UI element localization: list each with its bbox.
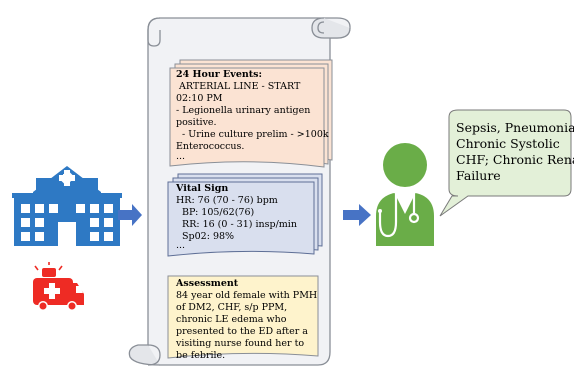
assessment-line: 84 year old female with PMH xyxy=(176,290,318,301)
assessment-line: chronic LE edema who xyxy=(176,314,287,325)
assessment-line: of DM2, CHF, s/p PPM, xyxy=(176,302,288,313)
assessment-card xyxy=(167,275,319,359)
events-card xyxy=(169,59,333,168)
vitals-line: Sp02: 98% xyxy=(176,231,235,242)
right-arrow-icon xyxy=(343,204,371,226)
assessment-line: visiting nurse found her to xyxy=(176,338,305,349)
right-arrow-icon xyxy=(118,204,142,226)
diagnosis-line: Sepsis, Pneumonia; xyxy=(456,120,574,135)
events-line: 02:10 PM xyxy=(176,93,223,104)
events-line: - Legionella urinary antigen xyxy=(176,105,311,116)
events-line: ... xyxy=(176,151,186,162)
vitals-card-title: Vital Sign xyxy=(176,183,229,194)
assessment-line: presented to the ED after a xyxy=(176,326,308,337)
vitals-line: BP: 105/62(76) xyxy=(176,207,255,218)
vitals-line: ... xyxy=(176,240,186,251)
diagnosis-line: Failure xyxy=(456,168,501,183)
diagnosis-line: Chronic Systolic xyxy=(456,136,560,151)
events-card-title: 24 Hour Events: xyxy=(176,69,263,80)
doctor-icon xyxy=(376,143,434,246)
vitals-card xyxy=(167,173,323,257)
events-line: - Urine culture prelim - >100k xyxy=(176,129,329,140)
vitals-line: HR: 76 (70 - 76) bpm xyxy=(176,195,278,206)
vitals-line: RR: 16 (0 - 31) insp/min xyxy=(176,219,297,230)
assessment-line: be febrile. xyxy=(176,350,226,361)
diagnosis-line: CHF; Chronic Renal xyxy=(456,152,574,167)
events-line: Enterococcus. xyxy=(176,141,245,152)
events-line: positive. xyxy=(176,117,217,128)
speech-bubble xyxy=(439,109,572,217)
assessment-card-title: Assessment xyxy=(176,278,239,289)
hospital-icon xyxy=(12,166,122,246)
ambulance-icon xyxy=(33,262,84,311)
events-line: ARTERIAL LINE - START xyxy=(176,81,301,92)
